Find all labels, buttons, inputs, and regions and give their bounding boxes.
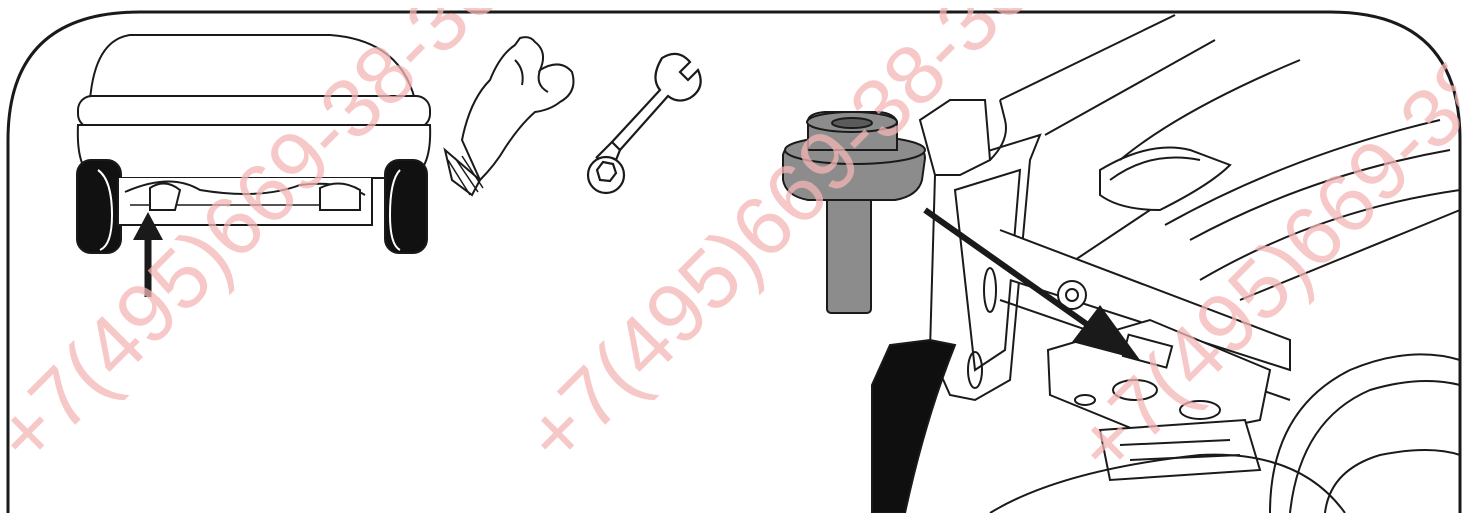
illustration-stage: +7(495)669-38-36 +7(495)669-38-36 +7(495… — [0, 0, 1469, 513]
illustration-canvas: +7(495)669-38-36 +7(495)669-38-36 +7(495… — [0, 0, 1469, 513]
